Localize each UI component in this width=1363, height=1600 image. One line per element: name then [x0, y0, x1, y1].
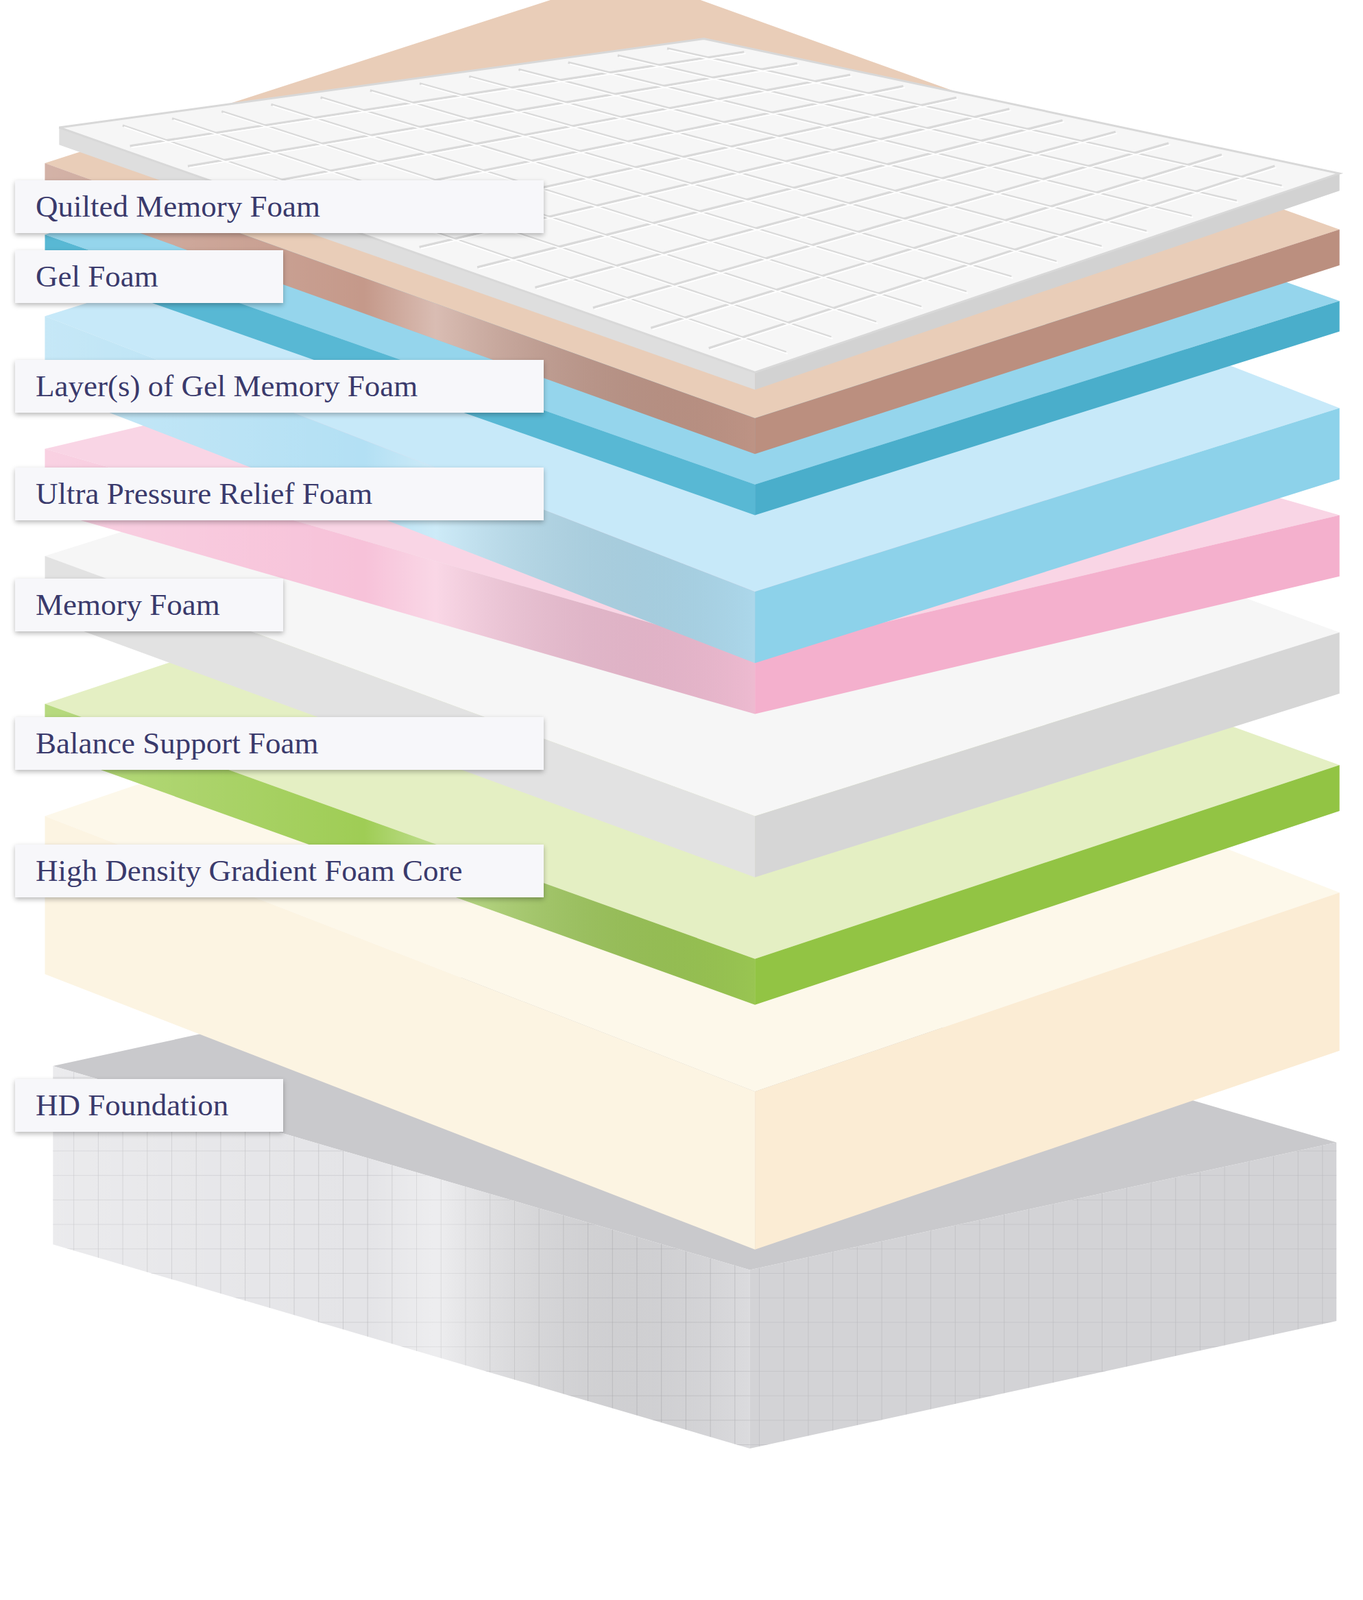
quilt-seam [710, 167, 1277, 350]
quilt-seam [569, 63, 1193, 218]
quilt-seam [617, 55, 1237, 201]
quilt-seam [124, 126, 788, 354]
layer-label-box: Layer(s) of Gel Memory Foam [15, 359, 544, 413]
quilt-seam [247, 76, 853, 188]
quilt-seam [420, 85, 1058, 264]
layer-label: Quilted Memory Foam [35, 189, 321, 225]
quilt-seam [650, 154, 1222, 328]
layer-label: Layer(s) of Gel Memory Foam [35, 369, 418, 404]
layer-label-box: Gel Foam [15, 250, 284, 304]
layer-label-box: Ultra Pressure Relief Foam [15, 467, 544, 521]
layer-label: High Density Gradient Foam Core [35, 854, 463, 889]
quilt-seam [477, 120, 1063, 268]
quilt-seam [708, 165, 1276, 349]
quilt-seam [652, 156, 1224, 330]
quilt-seam [536, 133, 1118, 289]
layer-label: Memory Foam [35, 588, 221, 623]
quilt-seam [619, 56, 1239, 203]
layer-label-box: High Density Gradient Foam Core [15, 844, 544, 898]
quilt-seam [189, 65, 799, 168]
quilt-seam [470, 78, 1103, 249]
layer-label-box: HD Foundation [15, 1079, 284, 1132]
layer-label: Gel Foam [35, 259, 159, 295]
layer-label-box: Memory Foam [15, 578, 284, 632]
layer-label: Ultra Pressure Relief Foam [35, 477, 373, 512]
layer-label: HD Foundation [35, 1088, 229, 1124]
quilt-seam [594, 144, 1171, 310]
layer-label: Balance Support Foam [35, 726, 319, 762]
layer-label-box: Balance Support Foam [15, 717, 544, 770]
quilt-seam [478, 122, 1065, 269]
quilt-seam [520, 71, 1149, 234]
layer-label-box: Quilted Memory Foam [15, 180, 544, 234]
quilt-seam [668, 50, 1283, 188]
quilt-seam [468, 76, 1102, 247]
quilt-seam [568, 62, 1192, 216]
quilt-seam [534, 131, 1116, 288]
